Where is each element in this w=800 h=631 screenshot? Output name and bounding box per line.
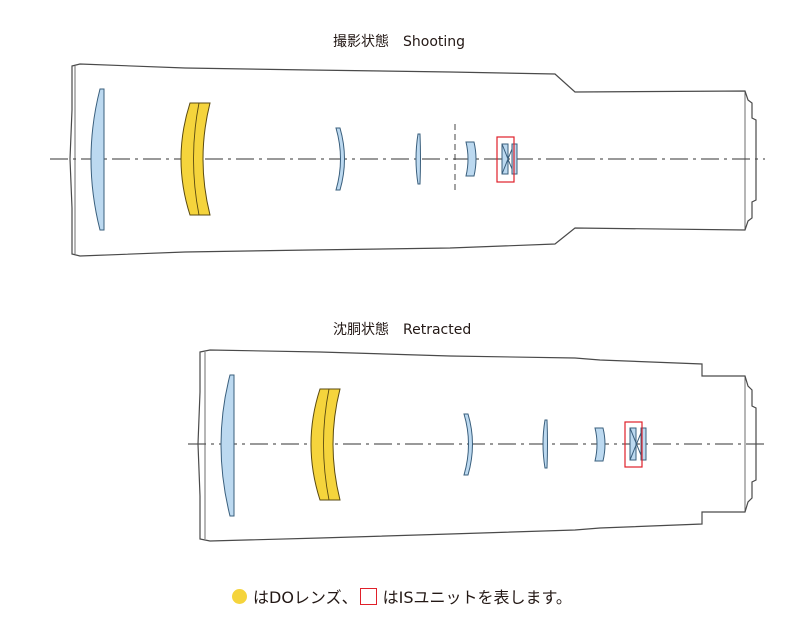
lens-element-3	[463, 413, 473, 476]
retracted-title-jp: 沈胴状態	[333, 322, 389, 338]
is-unit-legend-box	[359, 587, 377, 605]
lens-element-5	[594, 427, 606, 462]
shooting-lens-diagram	[50, 63, 765, 257]
retracted-title: 沈胴状態 Retracted	[333, 319, 471, 339]
is-unit-marker	[496, 136, 515, 183]
shooting-title-jp: 撮影状態	[333, 34, 389, 50]
lens-element-4	[415, 133, 421, 185]
legend-is-text: はISユニットを表します。	[382, 588, 572, 607]
shooting-title-en: Shooting	[403, 34, 466, 50]
lens-element-3	[335, 127, 345, 191]
is-unit-group	[624, 421, 647, 468]
legend: はDOレンズ、 はISユニットを表します。	[232, 584, 572, 608]
retracted-title-en: Retracted	[403, 322, 472, 338]
front-lens-element	[90, 88, 105, 231]
do-lens-element	[180, 102, 211, 216]
lens-barrel-outline	[69, 63, 757, 257]
legend-do-text: はDOレンズ、	[253, 588, 358, 607]
do-lens-legend-dot	[232, 588, 247, 604]
front-lens-element	[220, 374, 235, 517]
lens-element-4	[542, 419, 548, 469]
is-unit-group	[496, 136, 518, 183]
is-unit-marker	[624, 421, 643, 468]
lens-barrel-outline	[197, 349, 757, 542]
lens-element-5	[465, 141, 477, 177]
do-lens-element	[310, 388, 341, 501]
shooting-title: 撮影状態 Shooting	[333, 31, 465, 51]
retracted-lens-diagram	[188, 349, 768, 542]
